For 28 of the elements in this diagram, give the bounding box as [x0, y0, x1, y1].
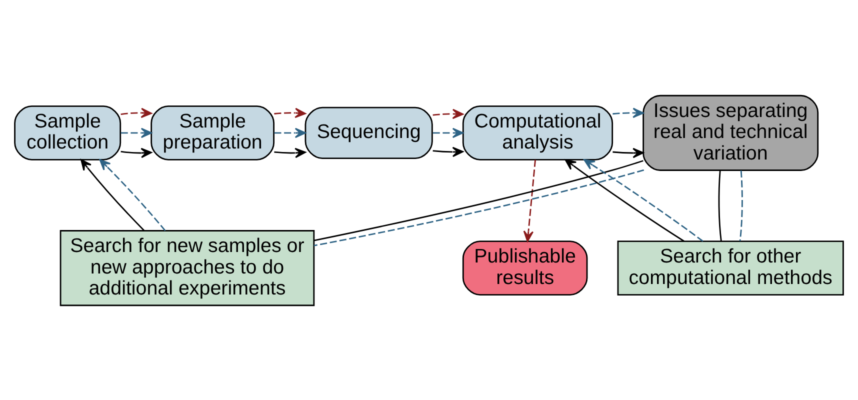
node-box: Sample collection: [14, 104, 122, 160]
arrow: [120, 147, 152, 158]
arrow: [612, 107, 644, 118]
node-box: Search for new samples or new approaches to do additional experiments: [60, 230, 315, 306]
node-box: Sequencing: [304, 106, 433, 158]
arrow: [584, 158, 704, 242]
connector: [718, 170, 722, 241]
arrow: [120, 107, 152, 118]
node-box: Computational analysis: [462, 104, 614, 160]
arrow: [274, 147, 306, 158]
node-box: Publishable results: [462, 240, 588, 296]
arrow: [432, 146, 464, 157]
arrow: [612, 147, 644, 158]
arrow: [274, 107, 306, 118]
node-box: Search for other computational methods: [617, 240, 844, 296]
node-box: Issues separating real and technical variation: [642, 94, 819, 170]
connector: [314, 168, 644, 246]
arrow: [432, 108, 464, 119]
connector: [739, 170, 743, 241]
arrow: [274, 127, 306, 138]
arrow: [432, 127, 464, 138]
arrow: [80, 158, 145, 231]
arrow: [564, 158, 685, 242]
node-box: Sample preparation: [150, 104, 274, 160]
arrow: [523, 159, 536, 242]
connector: [314, 160, 644, 241]
arrow: [99, 158, 166, 231]
arrow: [120, 127, 152, 138]
